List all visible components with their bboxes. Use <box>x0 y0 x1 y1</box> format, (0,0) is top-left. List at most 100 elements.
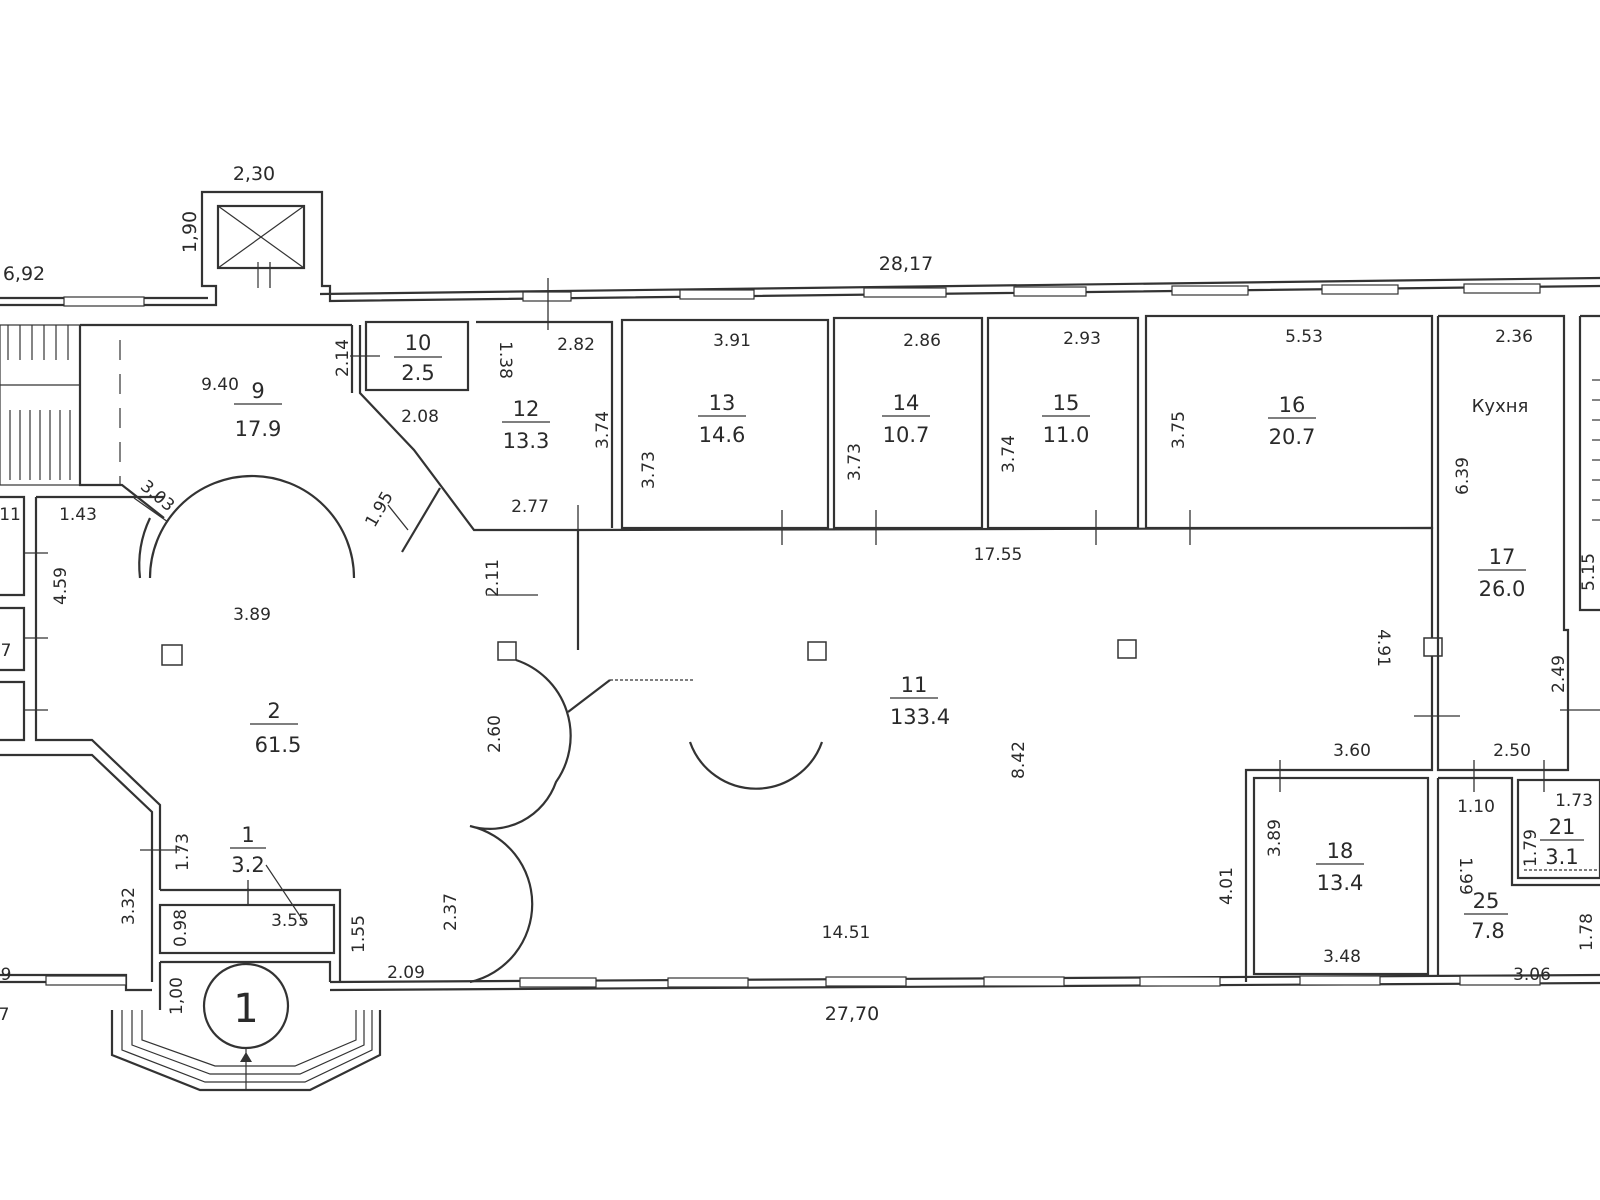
room-25-area: 7.8 <box>1471 919 1504 943</box>
room-13-number: 13 <box>709 391 736 415</box>
dim: 2.49 <box>1549 655 1569 693</box>
room-25-number: 25 <box>1473 889 1500 913</box>
dim: 1.99 <box>1455 857 1475 895</box>
room-18-area: 13.4 <box>1317 871 1364 895</box>
dim: 4.91 <box>1373 629 1393 667</box>
dim-top-left: 6,92 <box>3 263 45 285</box>
dim: 3.73 <box>639 451 659 489</box>
dim: 3.48 <box>1323 947 1361 967</box>
dim-bottom: 27,70 <box>825 1003 879 1025</box>
room-9-number: 9 <box>251 379 264 403</box>
room-15-area: 11.0 <box>1043 423 1090 447</box>
room-10-area: 2.5 <box>401 361 434 385</box>
dim: 5.53 <box>1285 327 1323 347</box>
room-12-area: 13.3 <box>503 429 550 453</box>
vestibule-walls <box>110 864 382 1092</box>
dim: 7 <box>1 641 12 661</box>
dim: 4.01 <box>1217 867 1237 905</box>
entrance-number: 1 <box>233 986 258 1032</box>
dim: 3.03 <box>136 476 178 516</box>
dim: 2.82 <box>557 335 595 355</box>
dim: 2.86 <box>903 331 941 351</box>
rooms-9-2-walls <box>34 323 578 890</box>
rooms-21-25-walls <box>1436 776 1600 975</box>
dim: 2.08 <box>401 407 439 427</box>
kitchen-label: Кухня <box>1472 396 1529 417</box>
elevator-shaft <box>216 204 306 288</box>
dim: 1.73 <box>173 833 193 871</box>
room-14-number: 14 <box>893 391 920 415</box>
dim: 14.51 <box>822 923 871 943</box>
dim: 9.40 <box>201 375 239 395</box>
room-11-area: 133.4 <box>890 705 950 729</box>
door-ticks <box>24 262 1600 905</box>
room-21-number: 21 <box>1549 815 1576 839</box>
entrance-marker: 1 <box>202 962 290 1090</box>
dim: 3.60 <box>1333 741 1371 761</box>
dim: 6.39 <box>1453 457 1473 495</box>
dim-elevator-height: 1,90 <box>179 211 201 253</box>
dim: 17.55 <box>974 545 1023 565</box>
dim: 3.91 <box>713 331 751 351</box>
interior-dimensions: 9.40 2.14 1.38 2.08 2.82 3.74 2.77 3.91 … <box>0 327 1599 1025</box>
room-21-area: 3.1 <box>1545 845 1578 869</box>
dim: 2.50 <box>1493 741 1531 761</box>
dim: 4.59 <box>51 567 71 605</box>
dim: 2.93 <box>1063 329 1101 349</box>
room-11-number: 11 <box>901 673 928 697</box>
dim: 11 <box>0 505 21 525</box>
dim: 3.32 <box>119 887 139 925</box>
room-2-number: 2 <box>267 699 280 723</box>
dim: 1,00 <box>167 977 187 1015</box>
room-17-area: 26.0 <box>1479 577 1526 601</box>
room-13-area: 14.6 <box>699 423 746 447</box>
room-12-walls <box>476 320 614 528</box>
dim: 0.98 <box>171 909 191 947</box>
room-10-number: 10 <box>405 331 432 355</box>
left-edge-rooms <box>0 495 154 982</box>
dim: 3.06 <box>1513 965 1551 985</box>
windows-bottom <box>45 975 1541 988</box>
dim: 1.55 <box>349 915 369 953</box>
stairs-left <box>0 324 81 486</box>
room-1-number: 1 <box>241 823 254 847</box>
dim: 2.77 <box>511 497 549 517</box>
dim: 7 <box>0 1005 9 1025</box>
room-15-number: 15 <box>1053 391 1080 415</box>
dim: 2.36 <box>1495 327 1533 347</box>
room-12-number: 12 <box>513 397 540 421</box>
room-18-walls <box>1252 776 1430 976</box>
overall-dimensions: 2,30 1,90 6,92 28,17 27,70 <box>3 163 933 1025</box>
dim: 2.14 <box>333 339 353 377</box>
dim: 2.09 <box>387 963 425 983</box>
dim: 8.42 <box>1009 741 1029 779</box>
windows-top <box>63 283 1541 307</box>
room-16-number: 16 <box>1279 393 1306 417</box>
dim: 2.37 <box>441 893 461 931</box>
dim: 2.11 <box>483 559 503 597</box>
room-2-area: 61.5 <box>255 733 302 757</box>
dim: 3.75 <box>1169 411 1189 449</box>
room-labels: 9 17.9 10 2.5 12 13.3 13 14.6 14 10.7 15… <box>230 331 1584 943</box>
dim: 1.78 <box>1577 913 1597 951</box>
dim: 9 <box>1 965 12 985</box>
room-18-number: 18 <box>1327 839 1354 863</box>
room-17-number: 17 <box>1489 545 1516 569</box>
dim-top-main: 28,17 <box>879 253 933 275</box>
dim-elevator-width: 2,30 <box>233 163 275 185</box>
dim: 1.79 <box>1521 829 1541 867</box>
dim: 3.89 <box>1265 819 1285 857</box>
dim: 3.89 <box>233 605 271 625</box>
dim: 3.73 <box>845 443 865 481</box>
dim: 3.74 <box>593 411 613 449</box>
dim: 5.15 <box>1579 553 1599 591</box>
dim: 1.43 <box>59 505 97 525</box>
room-1-area: 3.2 <box>231 853 264 877</box>
dim: 3.55 <box>271 911 309 931</box>
dim: 1.10 <box>1457 797 1495 817</box>
dim: 1.73 <box>1555 791 1593 811</box>
room-16-area: 20.7 <box>1269 425 1316 449</box>
dim: 3.74 <box>999 435 1019 473</box>
room-14-area: 10.7 <box>883 423 930 447</box>
